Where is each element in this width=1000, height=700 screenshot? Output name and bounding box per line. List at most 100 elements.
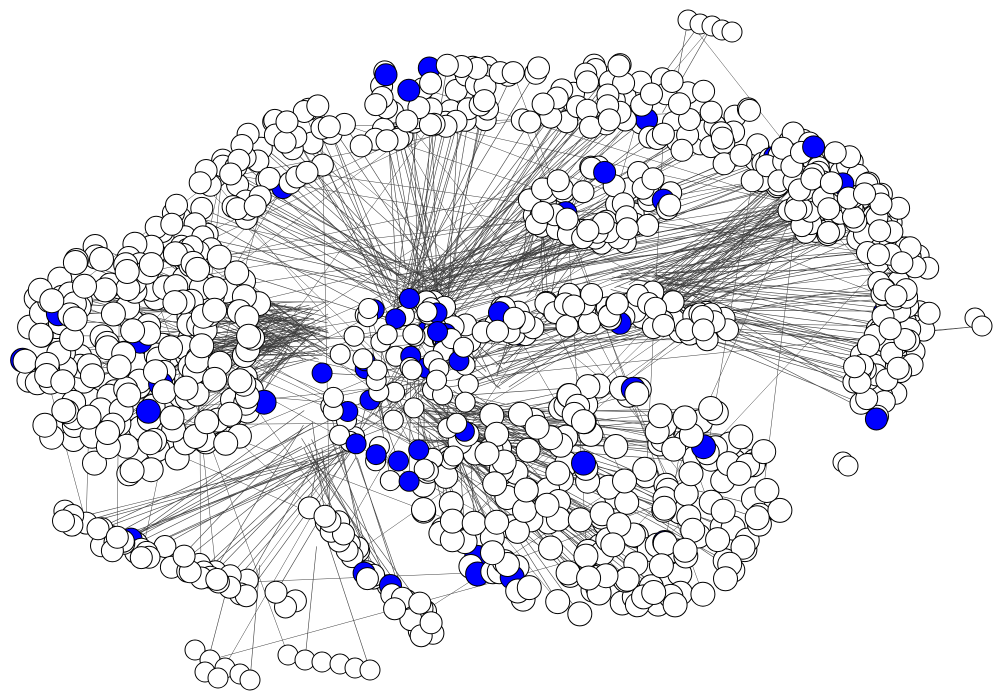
node (50, 369, 76, 395)
node (454, 391, 476, 413)
node (162, 290, 188, 316)
node (188, 171, 212, 195)
edge (148, 325, 983, 412)
node (800, 167, 824, 191)
node (744, 505, 770, 531)
node (213, 430, 239, 456)
node (474, 441, 500, 467)
node (651, 122, 675, 146)
node (754, 478, 780, 503)
edge (215, 197, 824, 290)
node (567, 601, 593, 627)
highlighted-node (593, 160, 617, 184)
edge (699, 181, 795, 315)
node (660, 70, 684, 93)
node (605, 292, 629, 316)
node (501, 61, 525, 85)
edge (311, 421, 326, 517)
node (482, 471, 508, 497)
node (502, 306, 526, 330)
node (884, 284, 908, 308)
node (329, 343, 351, 365)
node (446, 412, 468, 434)
node (382, 409, 404, 431)
edge (245, 200, 419, 295)
node (194, 409, 220, 435)
node (172, 544, 196, 568)
node (546, 169, 570, 193)
edge (255, 205, 448, 287)
edge (181, 460, 308, 563)
edge (308, 109, 411, 325)
node (202, 366, 228, 392)
node (137, 430, 163, 456)
edge (306, 172, 429, 311)
edge (286, 121, 393, 308)
node-layer (10, 9, 993, 691)
node (600, 532, 626, 558)
node (614, 489, 640, 515)
node (853, 182, 876, 206)
node (545, 460, 571, 486)
node (652, 313, 676, 337)
node (515, 437, 541, 463)
node (531, 92, 555, 116)
edge (367, 193, 852, 317)
node (403, 397, 425, 419)
node (651, 495, 677, 521)
node (641, 167, 665, 191)
node (86, 517, 110, 541)
node (868, 219, 892, 243)
node (690, 581, 716, 607)
node (670, 138, 694, 162)
node (120, 318, 146, 344)
node (435, 53, 459, 77)
edge (668, 252, 868, 274)
node (713, 566, 738, 592)
node (603, 434, 629, 459)
node (313, 504, 337, 528)
node (295, 160, 319, 184)
highlighted-node (397, 78, 421, 102)
highlighted-node (802, 135, 826, 159)
node (784, 198, 808, 222)
node (615, 217, 639, 241)
edge (647, 289, 885, 309)
node (573, 543, 599, 569)
edge (424, 180, 762, 323)
node (243, 194, 267, 218)
node (730, 534, 756, 560)
edge (448, 100, 485, 286)
node (275, 110, 299, 134)
node (317, 115, 341, 139)
node (484, 509, 510, 535)
node (819, 171, 843, 195)
edge (422, 221, 860, 293)
node (640, 82, 663, 106)
node (612, 468, 637, 494)
node (692, 79, 716, 103)
node (527, 56, 550, 80)
node (105, 525, 129, 549)
node (165, 193, 188, 217)
node (264, 580, 288, 604)
node (461, 510, 487, 536)
edge (413, 122, 420, 311)
edge (325, 535, 371, 671)
edge (503, 223, 537, 299)
node (721, 21, 743, 43)
node (917, 301, 941, 325)
node (413, 458, 435, 480)
node (545, 589, 571, 615)
node (408, 591, 432, 615)
node (738, 98, 761, 122)
highlighted-node (427, 321, 448, 343)
edge (110, 428, 312, 537)
edge (246, 439, 361, 596)
node (426, 369, 447, 391)
node (352, 348, 374, 370)
node (72, 273, 97, 299)
node (206, 244, 232, 270)
node (729, 143, 753, 167)
node (886, 356, 910, 380)
